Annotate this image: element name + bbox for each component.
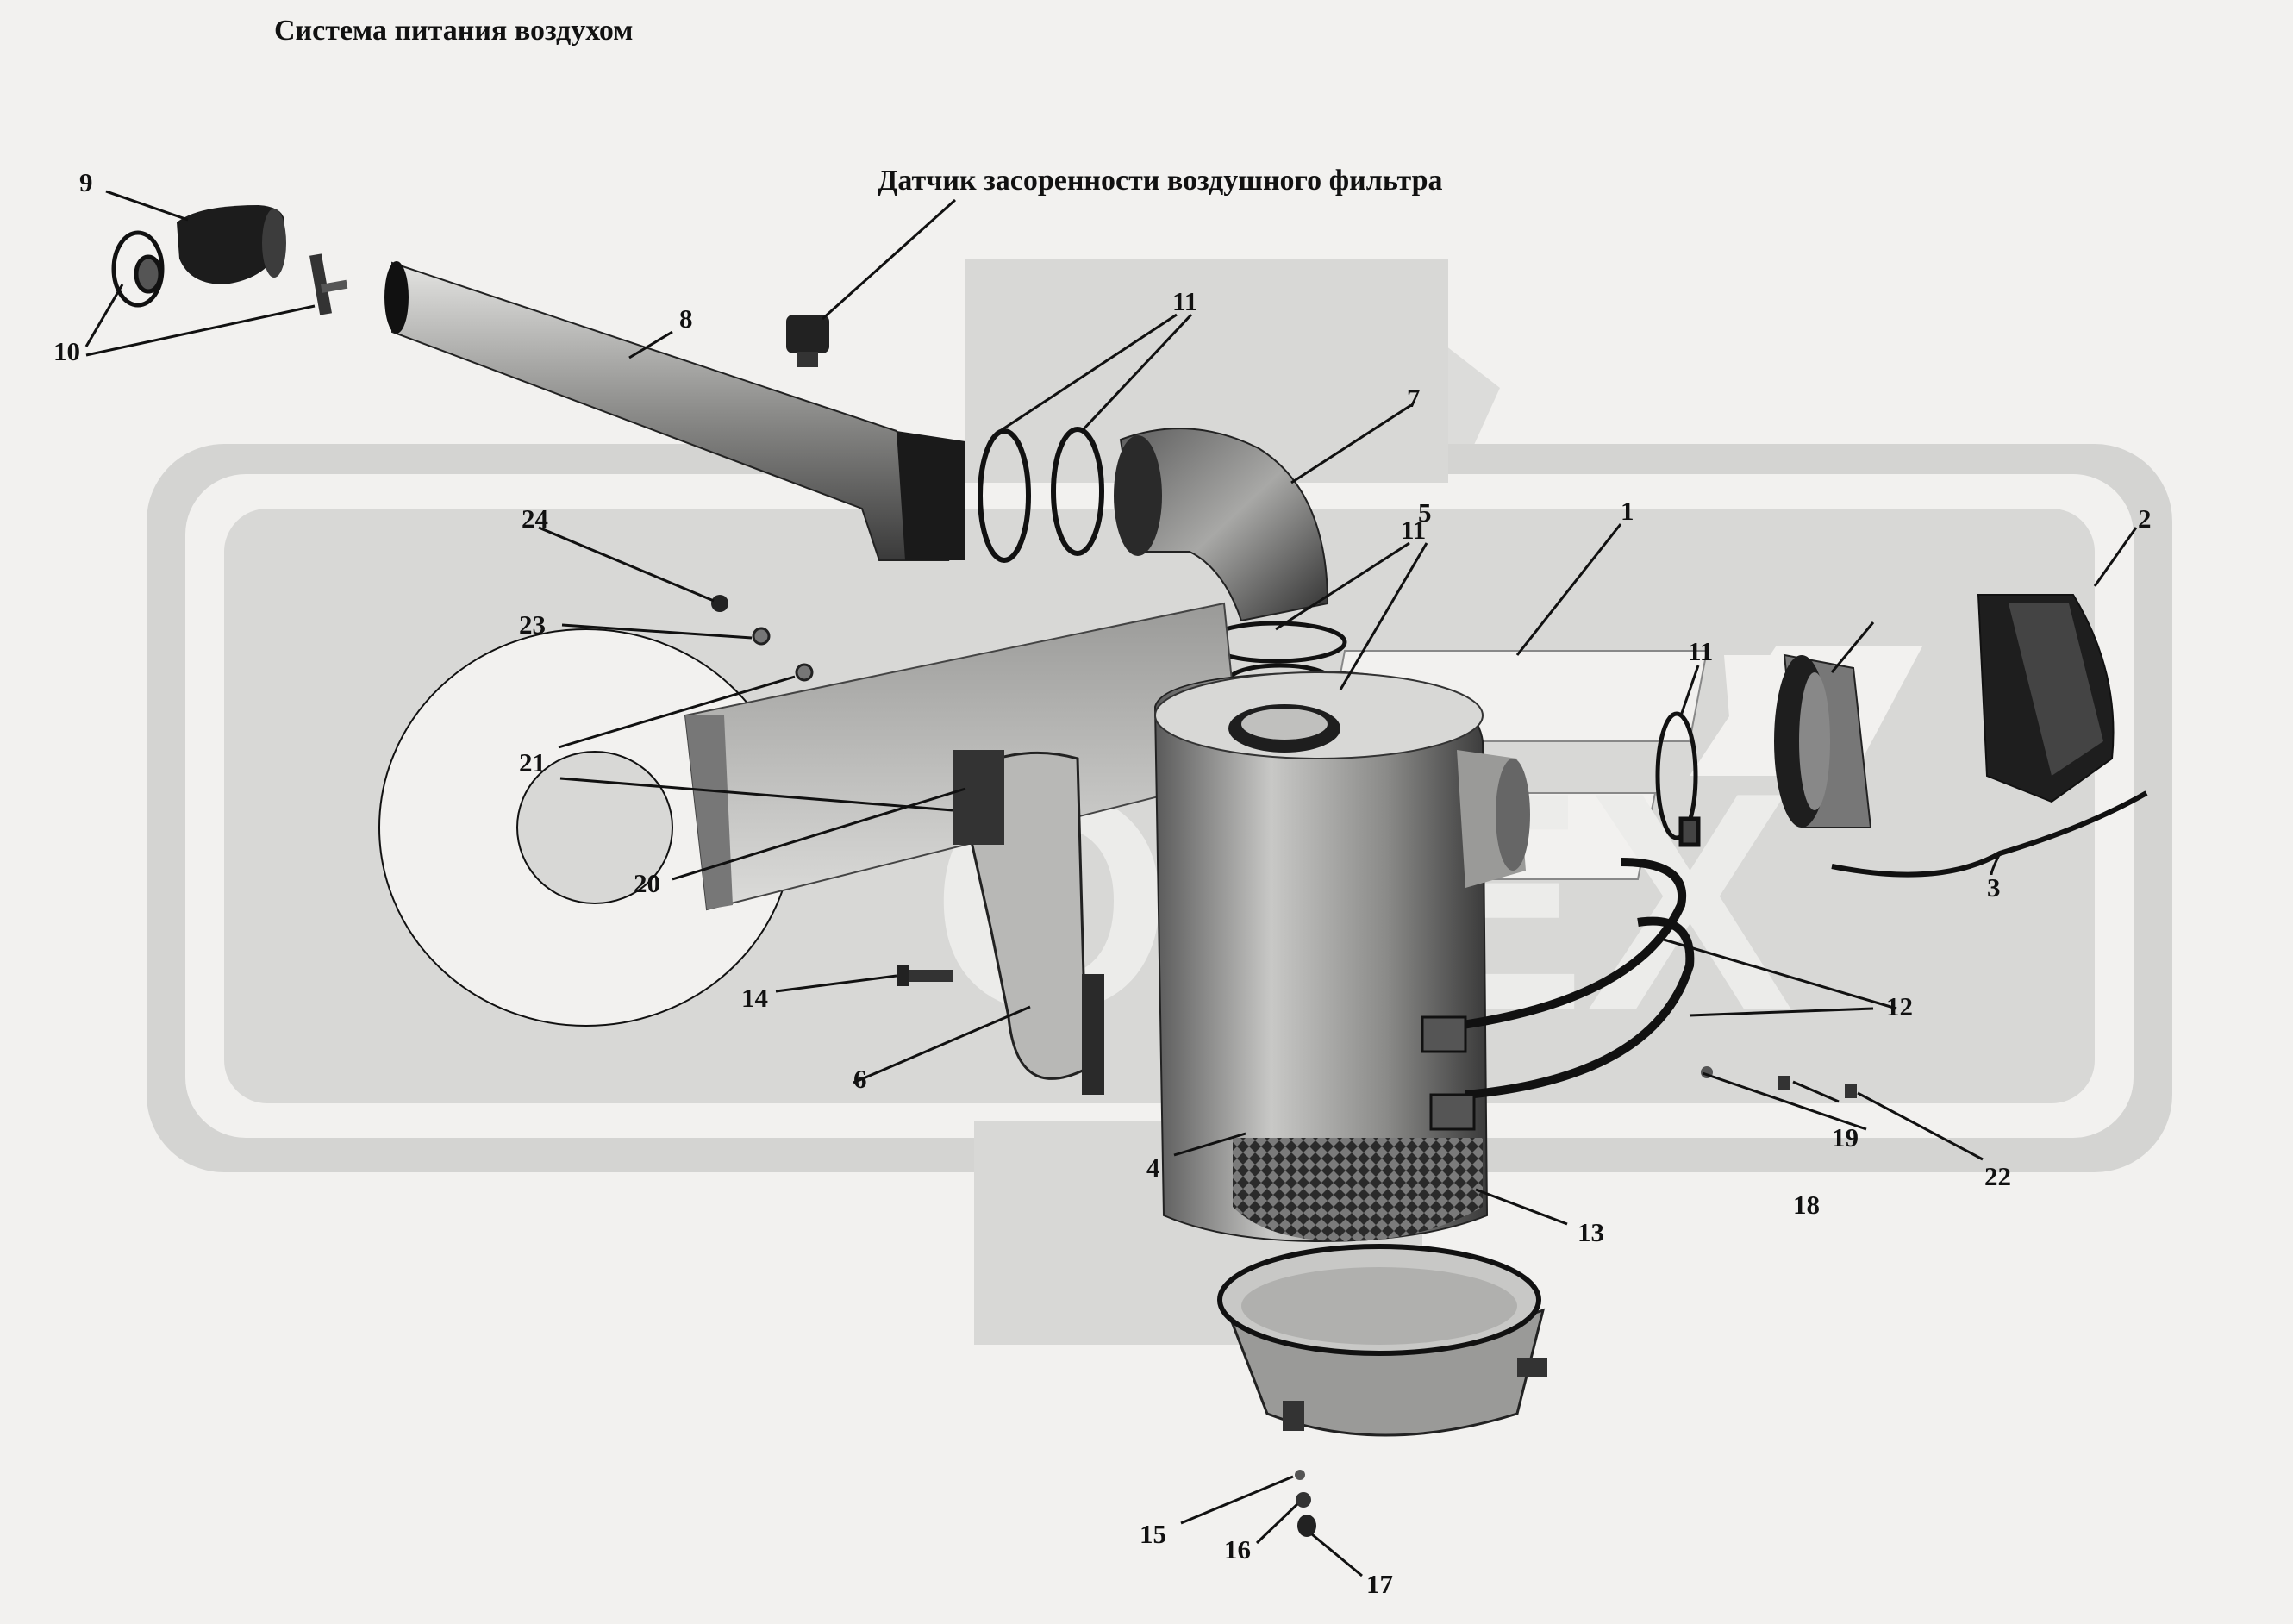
- callout-17: 17: [1366, 1569, 1393, 1599]
- callout-13: 13: [1578, 1217, 1604, 1247]
- part-10-bolt: [309, 253, 348, 315]
- callout-18: 18: [1793, 1190, 1820, 1220]
- callout-21: 21: [519, 747, 546, 778]
- callout-15: 15: [1140, 1519, 1166, 1549]
- part-21-washer: [795, 663, 814, 682]
- callout-12: 12: [1886, 991, 1913, 1021]
- dust-cup-bowl: [1217, 1244, 1547, 1437]
- callout-22: 22: [1984, 1161, 2011, 1191]
- diagram-title: Система питания воздухом: [274, 15, 633, 47]
- callout-labels: 1 2 3 4 5 6 7 8 9 10 11 11 11 12 13 14 1…: [53, 167, 2152, 1599]
- part-14-bolt: [897, 965, 953, 986]
- part-7-elbow: [1114, 428, 1329, 622]
- part-12-straps: [1421, 858, 1695, 1131]
- part-22-nut: [1845, 1084, 1857, 1098]
- callout-5: 5: [1418, 497, 1432, 528]
- part-13-dust-cup-mesh: [1233, 1138, 1483, 1241]
- callout-9: 9: [79, 167, 93, 197]
- part-6-mounting-strap: [953, 750, 1104, 1095]
- callout-20: 20: [634, 868, 660, 898]
- callout-6: 6: [853, 1064, 867, 1094]
- part-2-cover: [1977, 594, 2115, 803]
- part-8-intake-pipe: [384, 261, 965, 561]
- part-16-washer: [1296, 1492, 1311, 1508]
- leader-lines: [84, 190, 2138, 1577]
- callout-11-upper: 11: [1172, 286, 1197, 316]
- part-11-clamp-right: [1655, 711, 1701, 847]
- callout-7: 7: [1407, 383, 1421, 413]
- callout-10: 10: [53, 336, 80, 366]
- callout-4: 4: [1146, 1152, 1160, 1183]
- callout-23: 23: [519, 609, 546, 640]
- callout-24: 24: [522, 503, 548, 534]
- callout-11-right: 11: [1688, 636, 1713, 666]
- part-10-hose-clamp: [111, 230, 165, 308]
- callout-1: 1: [1621, 496, 1634, 526]
- callout-2: 2: [2138, 503, 2152, 534]
- part-17-nut: [1297, 1515, 1316, 1537]
- part-1-precleaner: [1774, 653, 1872, 828]
- callout-8: 8: [679, 303, 693, 334]
- part-24-nut: [711, 595, 728, 612]
- part-15-washer: [1295, 1470, 1305, 1480]
- part-23-washer: [752, 627, 771, 646]
- callout-14: 14: [741, 983, 768, 1013]
- callout-3: 3: [1987, 872, 2001, 903]
- part-5-filter-housing: [1153, 671, 1530, 1243]
- restriction-sensor: [786, 315, 829, 367]
- callout-16: 16: [1224, 1534, 1251, 1565]
- callout-11-middle: 11: [1401, 515, 1426, 545]
- part-19-nut: [1778, 1076, 1790, 1090]
- sensor-label: Датчик засоренности воздушного фильтра: [878, 165, 1443, 197]
- part-9-intake-elbow: [177, 205, 286, 284]
- callout-19: 19: [1832, 1122, 1859, 1152]
- part-11-clamps-upper: [978, 427, 1104, 563]
